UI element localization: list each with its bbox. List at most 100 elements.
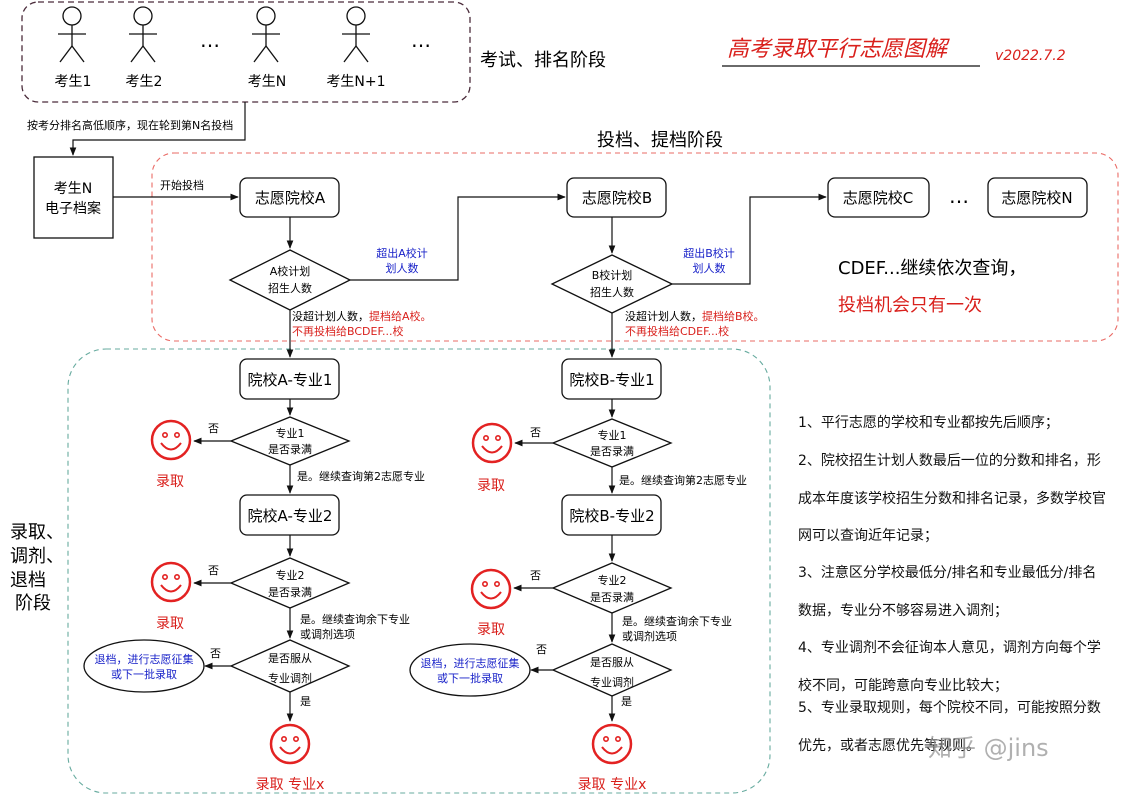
- b-q1-line1: 专业1: [598, 428, 627, 442]
- b-retreat-line2: 或下一批录取: [437, 671, 503, 685]
- b-q1-smiley-icon: [471, 422, 513, 464]
- b-q2-line2: 是否录满: [590, 591, 634, 604]
- b-adjust-yes-label: 是: [621, 695, 632, 708]
- b-q2-admitted-label: 录取: [477, 622, 505, 638]
- schools-ellipsis: …: [949, 184, 969, 208]
- a-adjust-yes-label: 是: [300, 695, 311, 708]
- school-n-box: [987, 177, 1088, 218]
- a-q2-smiley-icon: [150, 561, 192, 603]
- ellipsis-2: …: [411, 28, 431, 52]
- decision-b-diamond: [550, 254, 674, 314]
- b-q2-yes-line2: 或调剂选项: [622, 629, 677, 643]
- decision-a-line2: 招生人数: [268, 281, 312, 295]
- major-b2-label: 院校B-专业2: [569, 507, 654, 525]
- cdef-note-line2: 投档机会只有一次: [838, 295, 982, 316]
- note-3: 3、注意区分学校最低分/排名和专业最低分/排名数据，专业分不够容易进入调剂；: [798, 565, 1097, 619]
- not-exceed-a-line2: 不再投档给BCDEF...校: [292, 324, 404, 338]
- cdef-note-line1: CDEF...继续依次查询，: [838, 258, 1026, 279]
- exceed-b-line2: 划人数: [693, 262, 726, 275]
- admission-stage-label-4: 阶段: [15, 593, 51, 614]
- note-2: 2、院校招生计划人数最后一位的分数和排名，形成本年度该学校招生分数和排名记录，多…: [798, 453, 1106, 544]
- exam-to-archive-arrow: [69, 102, 246, 156]
- b-adjust-line1: 是否服从: [590, 656, 634, 669]
- version-label: v2022.7.2: [995, 48, 1066, 64]
- b-adjust-line2: 专业调剂: [590, 675, 634, 689]
- b-final-admitted-label: 录取 专业x: [578, 777, 647, 793]
- a-q1-diamond: [229, 416, 351, 466]
- a-q2-admitted-label: 录取: [156, 616, 184, 632]
- exam-stage-label: 考试、排名阶段: [480, 50, 606, 71]
- b-q2-yes-line1: 是。继续查询余下专业: [622, 614, 732, 628]
- filing-stage-label: 投档、提档阶段: [597, 130, 723, 151]
- a-adjust-line1: 是否服从: [268, 652, 312, 665]
- admission-stage-container: [67, 348, 771, 794]
- note-4: 4、专业调剂不会征询本人意见，调剂方向每个学校不同，可能跨意向专业比较大；: [798, 640, 1101, 694]
- decision-b-line1: B校计划: [592, 268, 633, 282]
- a-q2-line1: 专业2: [276, 568, 305, 582]
- a-adjust-line2: 专业调剂: [268, 671, 312, 685]
- decision-b-line2: 招生人数: [590, 285, 634, 299]
- major-a1-label: 院校A-专业1: [248, 371, 333, 389]
- admission-stage-label-3: 退档: [10, 570, 46, 591]
- major-b1-label: 院校B-专业1: [569, 371, 654, 389]
- a-retreat-ellipse: [83, 639, 205, 693]
- b-final-smiley-icon: [591, 723, 633, 765]
- b-q2-no-label: 否: [530, 569, 541, 582]
- candidate-1-figure: [57, 6, 87, 63]
- decision-a-diamond: [228, 249, 352, 311]
- exam-stage-container: [21, 1, 471, 103]
- archive-label-line2: 电子档案: [45, 200, 101, 217]
- b-q1-diamond: [551, 418, 673, 468]
- candidate-2-label: 考生2: [126, 74, 163, 90]
- a-q2-diamond: [229, 557, 351, 609]
- school-c-box: [827, 177, 930, 218]
- exceed-b-line1: 超出B校计: [683, 246, 735, 260]
- decision-a-line1: A校计划: [270, 264, 311, 278]
- b-retreat-ellipse: [409, 643, 531, 697]
- a-q1-smiley-icon: [150, 419, 192, 461]
- exceed-a-line2: 划人数: [386, 262, 419, 275]
- a-adjust-no-label: 否: [210, 647, 221, 660]
- ellipsis-1: …: [200, 28, 220, 52]
- note-5: 5、专业录取规则，每个院校不同，可能按照分数优先，或者志愿优先等规则。: [798, 700, 1101, 754]
- start-filing-label: 开始投档: [160, 178, 204, 192]
- a-final-smiley-icon: [269, 723, 311, 765]
- a-q1-admitted-label: 录取: [156, 474, 184, 490]
- exceed-a-line1: 超出A校计: [376, 246, 428, 260]
- b-retreat-line1: 退档，进行志愿征集: [421, 656, 520, 670]
- filing-stage-container: [151, 152, 1119, 342]
- school-a-label: 志愿院校A: [255, 189, 326, 207]
- a-q1-line2: 是否录满: [268, 443, 312, 456]
- order-note: 按考分排名高低顺序，现在轮到第N名投档: [27, 118, 233, 132]
- archive-label-line1: 考生N: [54, 181, 92, 197]
- b-q2-diamond: [551, 562, 673, 614]
- a-retreat-line2: 或下一批录取: [111, 667, 177, 681]
- b-adjust-no-label: 否: [536, 643, 547, 656]
- school-b-box: [566, 177, 667, 218]
- a-q2-yes-line2: 或调剂选项: [300, 627, 355, 641]
- a-q1-yes-label: 是。继续查询第2志愿专业: [297, 469, 425, 483]
- note-1: 1、平行志愿的学校和专业都按先后顺序；: [798, 415, 1059, 431]
- a-q2-line2: 是否录满: [268, 586, 312, 599]
- b-q2-smiley-icon: [470, 568, 512, 610]
- b-q1-no-label: 否: [530, 426, 541, 439]
- candidate-2-figure: [128, 6, 158, 63]
- school-n-label: 志愿院校N: [1001, 189, 1072, 207]
- candidate-n1-figure: [341, 6, 371, 63]
- candidate-n-label: 考生N: [248, 74, 286, 90]
- watermark: 知乎 @jins: [928, 734, 1049, 762]
- a-q1-no-label: 否: [208, 422, 219, 435]
- a-q2-yes-line1: 是。继续查询余下专业: [300, 612, 410, 626]
- b-q1-admitted-label: 录取: [477, 478, 505, 494]
- b-q2-line1: 专业2: [598, 573, 627, 587]
- school-b-label: 志愿院校B: [582, 189, 652, 207]
- admission-stage-label-1: 录取、: [10, 522, 64, 543]
- candidate-1-label: 考生1: [55, 74, 92, 90]
- a-q2-no-label: 否: [208, 564, 219, 577]
- admission-stage-label-2: 调剂、: [10, 546, 64, 567]
- candidate-n1-label: 考生N+1: [326, 74, 385, 90]
- b-q1-line2: 是否录满: [590, 445, 634, 458]
- a-retreat-line1: 退档，进行志愿征集: [95, 652, 194, 666]
- archive-box: [33, 156, 114, 239]
- candidate-n-figure: [251, 6, 281, 63]
